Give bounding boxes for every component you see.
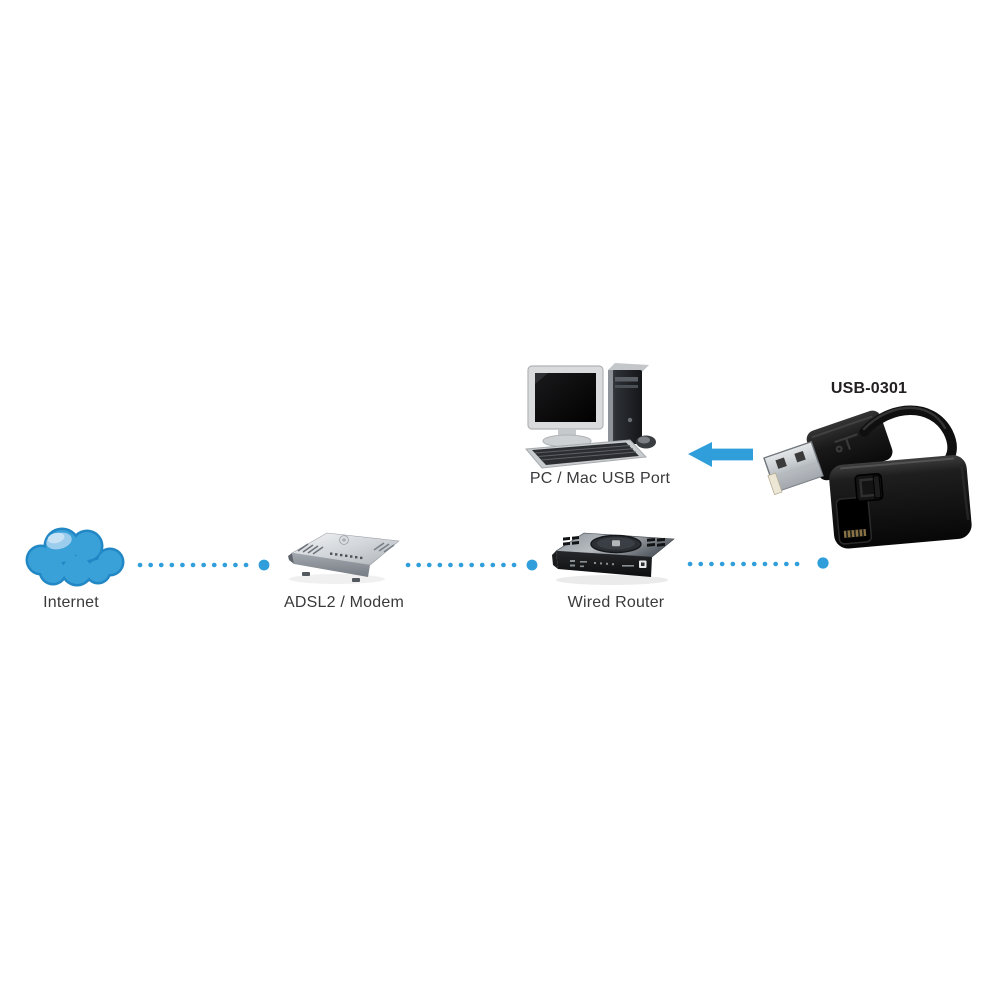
modem-label: ADSL2 / Modem (284, 594, 404, 611)
arrow-left-icon (688, 442, 753, 467)
brand-logo (854, 472, 884, 503)
internet-cloud-icon (25, 527, 125, 587)
usb-adapter-icon (763, 405, 972, 549)
endpoint-dot-adapter (817, 557, 829, 569)
modem-icon (288, 532, 400, 584)
router-icon (552, 532, 675, 585)
router-label: Wired Router (567, 594, 665, 611)
computer-icon (524, 363, 656, 469)
internet-label: Internet (43, 594, 99, 611)
adapter-model-label: USB-0301 (830, 380, 908, 397)
endpoint-dot-modem (258, 559, 270, 571)
pc-label: PC / Mac USB Port (529, 470, 671, 487)
endpoint-dot-router (526, 559, 538, 571)
